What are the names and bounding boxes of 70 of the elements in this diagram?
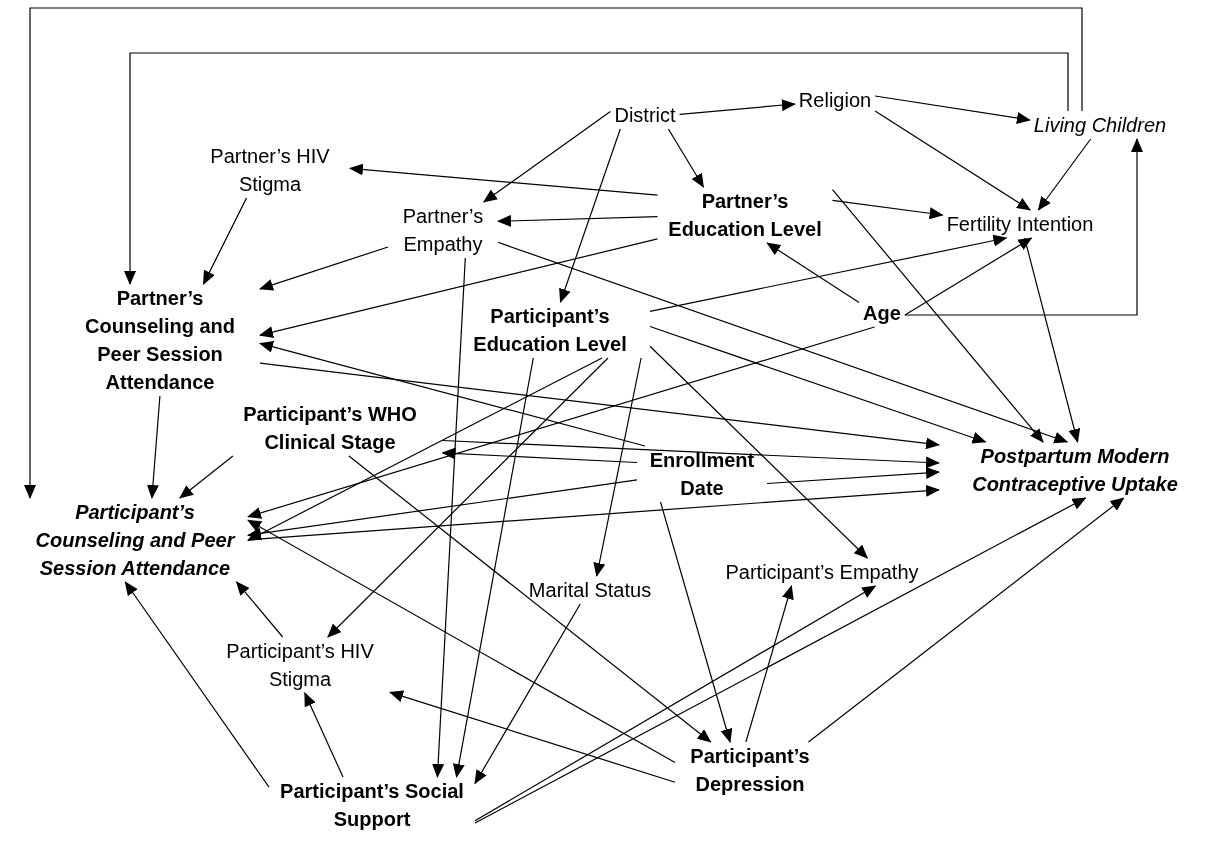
arrow [1037, 138, 1092, 211]
arrow [497, 214, 659, 227]
arrow [259, 238, 659, 338]
arrow [593, 357, 642, 577]
arrow [874, 110, 1031, 211]
arrow [259, 340, 646, 447]
arrow [441, 439, 940, 469]
arrow [304, 692, 344, 778]
arrow [831, 189, 1044, 443]
arrow [432, 257, 466, 778]
variable-label: Fertility Intention [942, 210, 1098, 238]
arrow [259, 246, 389, 291]
arrow [348, 455, 712, 743]
arrow [679, 99, 796, 115]
arrow [247, 357, 603, 541]
arrow [327, 357, 609, 638]
arrow [349, 163, 659, 196]
variable-label: Participant’s Education Level [450, 302, 650, 358]
variable-label: Partner’s HIV Stigma [190, 142, 350, 198]
arrow [474, 585, 877, 822]
arrow [259, 362, 940, 450]
arrow [474, 497, 1087, 824]
arrow [497, 241, 1069, 444]
arrow [904, 237, 1033, 316]
arrow [247, 326, 876, 519]
variable-label: Living Children [1029, 111, 1171, 139]
variable-label: Participant’s WHO Clinical Stage [217, 400, 443, 456]
arrow [146, 395, 161, 499]
arrow [452, 357, 534, 778]
arrow [124, 52, 1069, 285]
arrow [389, 690, 676, 783]
arrow [659, 501, 733, 743]
variable-label: Partner’s Education Level [657, 187, 833, 243]
arrow [474, 603, 581, 785]
arrow [483, 110, 611, 203]
variable-label: Participant’s Counseling and Peer Session Attendance [22, 498, 248, 582]
variable-label: Age [859, 299, 905, 327]
variable-label: Postpartum Modern Contraceptive Uptake [939, 442, 1210, 498]
arrow [874, 95, 1031, 124]
arrow [649, 325, 987, 444]
arrow [202, 197, 248, 285]
arrow [235, 581, 284, 638]
arrow [667, 128, 704, 188]
arrow [559, 128, 621, 303]
variable-label: Enrollment Date [637, 446, 767, 502]
arrow [807, 497, 1125, 743]
arrow [766, 466, 940, 485]
arrow [441, 447, 638, 464]
arrow [179, 455, 234, 499]
variable-label: Participant’s Depression [675, 742, 825, 798]
arrow [24, 7, 1083, 499]
variable-label: Partner’s Empathy [388, 202, 498, 258]
arrow [1024, 237, 1081, 443]
variable-label: District [610, 101, 680, 129]
variable-label: Participant’s HIV Stigma [210, 637, 390, 693]
variable-label: Participant’s Social Support [269, 777, 475, 833]
arrow [124, 581, 270, 788]
arrow [649, 234, 1008, 312]
variable-label: Participant’s Empathy [721, 558, 923, 586]
arrow [831, 199, 944, 220]
variable-label: Marital Status [524, 576, 656, 604]
arrow [904, 138, 1143, 316]
arrow [247, 484, 940, 541]
arrow [247, 519, 676, 764]
arrow [247, 479, 638, 540]
arrow [649, 345, 868, 559]
variable-label: Religion [794, 86, 876, 114]
arrow [745, 585, 794, 743]
variable-label: Partner’s Counseling and Peer Session Attendance [60, 284, 260, 396]
arrow [766, 242, 860, 304]
